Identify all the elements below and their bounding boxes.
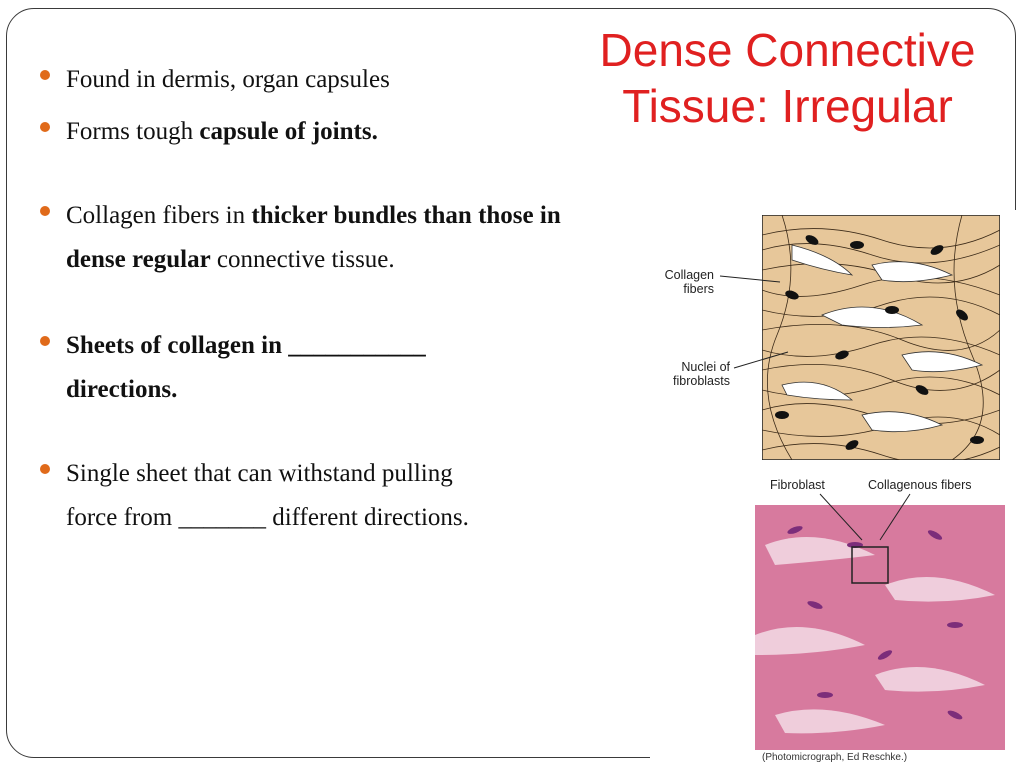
label-leader-lines xyxy=(719,275,789,369)
bullet-dot-icon xyxy=(40,464,50,474)
bullet-item: Found in dermis, organ capsules xyxy=(40,58,580,102)
title-line-2: Tissue: Irregular xyxy=(622,80,953,132)
bullet-item: Forms tough capsule of joints. xyxy=(40,110,580,154)
collagenous-fibers-label: Collagenous fibers xyxy=(868,478,972,492)
photomicrograph xyxy=(755,505,1005,750)
nuclei-label: Nuclei of fibroblasts xyxy=(673,360,730,388)
bullet-item: Single sheet that can withstand pulling … xyxy=(40,452,496,540)
photo-credit: (Photomicrograph, Ed Reschke.) xyxy=(762,752,908,763)
bullet-dot-icon xyxy=(40,70,50,80)
collagen-fibers-label: Collagen fibers xyxy=(664,268,714,296)
bullet-dot-icon xyxy=(40,122,50,132)
fibroblast-label: Fibroblast xyxy=(770,478,825,492)
bullet-dot-icon xyxy=(40,206,50,216)
bullet-list: Found in dermis, organ capsules Forms to… xyxy=(40,58,580,540)
bullet-item: Sheets of collagen in ___________ direct… xyxy=(40,324,486,412)
slide-title: Dense Connective Tissue: Irregular xyxy=(560,22,1015,134)
photo-leader-lines xyxy=(819,493,911,541)
bullet-dot-icon xyxy=(40,336,50,346)
title-line-1: Dense Connective xyxy=(599,24,976,76)
bullet-item: Collagen fibers in thicker bundles than … xyxy=(40,194,580,282)
tissue-illustration xyxy=(762,215,1000,460)
